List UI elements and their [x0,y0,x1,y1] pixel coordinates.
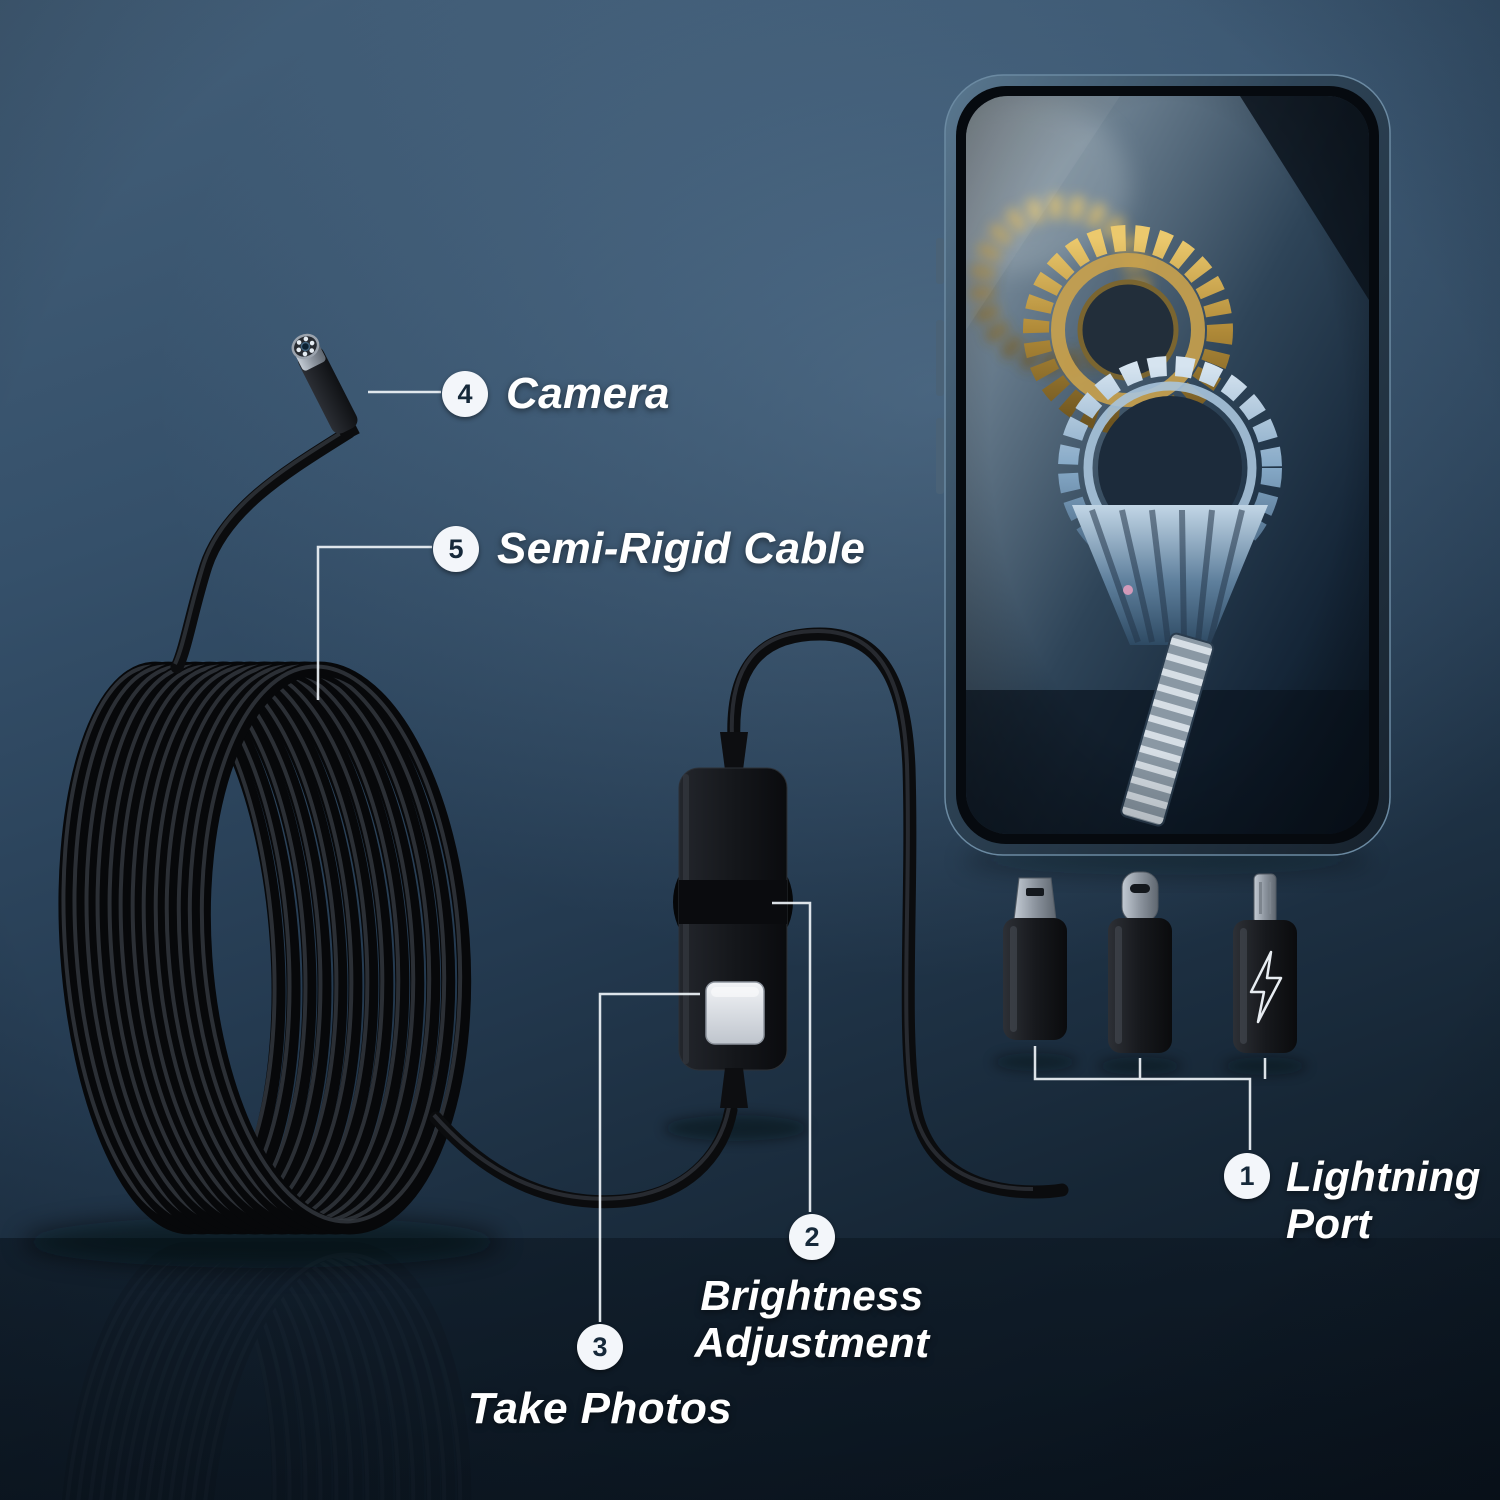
callout-label-lightning-port-line1: Lightning [1286,1153,1481,1200]
brightness-leader-line [772,901,812,1212]
cable-leader-line [316,545,432,700]
callout-number-lightning-port: 1 [1224,1153,1270,1199]
callout-label-lightning-port-line2: Port [1286,1200,1372,1247]
led-ring [296,336,315,357]
phone-mute-switch [936,238,944,284]
phone-screen [966,96,1369,834]
callout-label-brightness-line1: Brightness [700,1272,924,1319]
coiled-semi-rigid-cable [58,661,472,1235]
callout-take-photos: 3 Take Photos [450,1324,750,1434]
smartphone [936,74,1391,856]
callout-lightning-port: 1 Lightning Port [1224,1153,1481,1247]
brightness-wheel-slot [679,880,787,924]
callout-label-brightness-line2: Adjustment [694,1319,930,1366]
control-unit [673,732,793,1108]
phone-volume-up-button [936,320,944,396]
cable-to-controller [429,1103,738,1209]
lightning-bolt-icon [1249,950,1283,1024]
callout-label-take-photos: Take Photos [467,1384,733,1433]
camera-probe [291,333,360,442]
photo-button [705,981,765,1045]
take-photos-leader-line [598,992,700,1322]
cable-to-connector [727,627,1069,1199]
callout-label-camera: Camera [506,369,670,418]
callout-brightness-adjustment: 2 Brightness Adjustment [662,1214,962,1366]
callout-number-camera: 4 [442,371,488,417]
callout-camera: 4 Camera [442,369,670,419]
usb-c-connector [1108,871,1172,1053]
callout-label-semi-rigid-cable: Semi-Rigid Cable [497,524,866,573]
callout-lines [316,390,1267,1322]
callout-number-semi-rigid-cable: 5 [433,526,479,572]
probe-cable [170,425,356,674]
lightning-port-leader-line [1033,1046,1267,1150]
callout-semi-rigid-cable: 5 Semi-Rigid Cable [433,524,865,574]
camera-lens [300,341,311,352]
micro-usb-connector [1003,877,1067,1040]
lightning-connector [1233,873,1297,1053]
coil-reflection [46,1240,482,1500]
callout-number-take-photos: 3 [577,1324,623,1370]
phone-volume-down-button [936,418,944,494]
callout-number-brightness: 2 [789,1214,835,1260]
